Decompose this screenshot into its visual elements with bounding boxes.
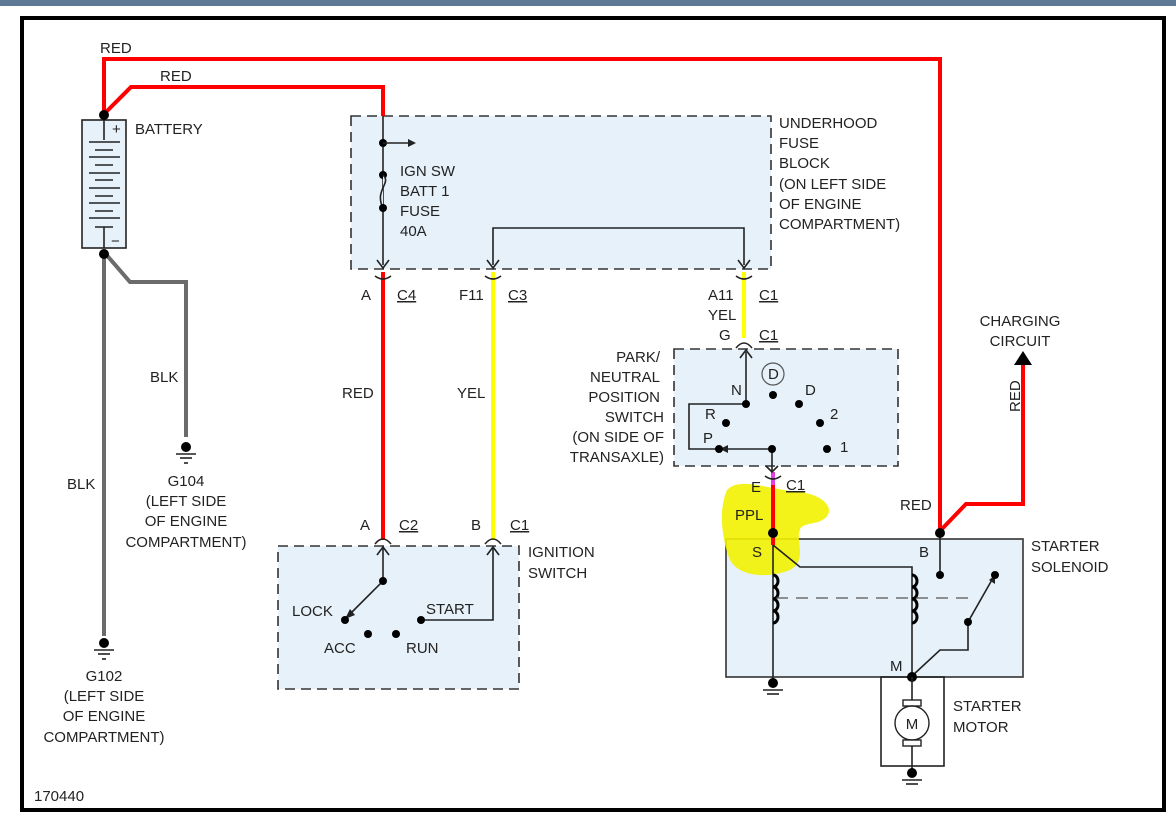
ignition-switch[interactable]: [277, 545, 520, 690]
wire-label-red-main: RED: [100, 40, 132, 57]
g104-label-1: G104: [168, 473, 205, 490]
wire-gnd-g104[interactable]: [102, 250, 188, 437]
g102-label-1: G102: [86, 668, 123, 685]
fuse-block-label-4: (ON LEFT SIDE: [779, 176, 886, 193]
wire-label-blk-g102: BLK: [67, 476, 95, 493]
battery-plus-label: +: [112, 121, 121, 138]
fuse-label-line-4: 40A: [400, 223, 427, 240]
fuse-block-internals: [376, 116, 751, 270]
pn-switch-internals: [688, 348, 831, 474]
connector-ign-a: C2: [399, 517, 418, 534]
ignition-switch-internals: [341, 545, 500, 638]
pn-label-2: NEUTRAL: [590, 369, 660, 386]
wire-charging-circuit[interactable]: [938, 360, 1025, 533]
fuse-label-line-2: BATT 1: [400, 183, 449, 200]
wire-label-ppl: PPL: [735, 507, 763, 524]
connector-ign-a-pin: A: [360, 517, 370, 534]
g104-label-2: (LEFT SIDE: [146, 493, 227, 510]
wire-label-red-b: RED: [900, 497, 932, 514]
pn-label-1: PARK/: [616, 349, 661, 366]
ign-label-1: IGNITION: [528, 544, 595, 561]
connector-symbols: [374, 275, 782, 545]
connector-pn-in-pin: G: [719, 327, 731, 344]
ign-pos-run: RUN: [406, 640, 439, 657]
connector-c3: C3: [508, 287, 527, 304]
wire-label-red-charging: RED: [1007, 380, 1024, 412]
ign-pos-lock: LOCK: [292, 603, 333, 620]
starter-motor-symbol: [894, 677, 930, 785]
ign-label-2: SWITCH: [528, 565, 587, 582]
fuse-label-line-3: FUSE: [400, 203, 440, 220]
connector-pn-in: C1: [759, 327, 778, 344]
battery-positive-terminal: [99, 110, 109, 120]
fuse-label-line-1: IGN SW: [400, 163, 456, 180]
connector-c4: C4: [397, 287, 416, 304]
g104-label-3: OF ENGINE: [145, 513, 228, 530]
solenoid-terminal-b: B: [919, 544, 929, 561]
ground-g102-symbol: [94, 638, 114, 660]
charging-label-1: CHARGING: [980, 313, 1061, 330]
wire-label-blk-g104: BLK: [150, 369, 178, 386]
figure-id: 170440: [34, 788, 84, 805]
pn-pos-n: N: [731, 382, 742, 399]
solenoid-terminal-s: S: [752, 544, 762, 561]
park-neutral-switch[interactable]: [673, 348, 899, 467]
pn-label-3: POSITION: [588, 389, 660, 406]
pn-pos-2: 2: [830, 406, 838, 423]
connector-ign-b: C1: [510, 517, 529, 534]
wire-battery-to-solenoid[interactable]: [102, 57, 942, 531]
ground-g104-symbol: [176, 442, 196, 464]
underhood-fuse-block[interactable]: [350, 115, 772, 270]
connector-pn-out-pin: E: [751, 479, 761, 496]
g104-label-4: COMPARTMENT): [125, 534, 246, 551]
connector-c3-pin: F11: [459, 287, 484, 304]
g102-label-4: COMPARTMENT): [43, 729, 164, 746]
battery-negative-terminal: [99, 249, 109, 259]
fuse-block-label-3: BLOCK: [779, 155, 830, 172]
battery[interactable]: + −: [81, 119, 127, 250]
motor-label-1: STARTER: [953, 698, 1022, 715]
battery-minus-label: −: [111, 233, 120, 250]
wire-label-yel-pn: YEL: [708, 307, 736, 324]
pn-pos-1: 1: [840, 439, 848, 456]
connector-ign-b-pin: B: [471, 517, 481, 534]
pn-label-5: (ON SIDE OF: [572, 429, 664, 446]
pn-pos-r: R: [705, 406, 716, 423]
wire-label-red-ign: RED: [342, 385, 374, 402]
ign-pos-start: START: [426, 601, 474, 618]
fuse-block-label-5: OF ENGINE: [779, 196, 862, 213]
connector-c1-pin: A11: [708, 287, 734, 304]
pn-shown-position: D: [768, 366, 779, 383]
solenoid-label-2: SOLENOID: [1031, 559, 1109, 576]
wire-label-red-fuse: RED: [160, 68, 192, 85]
battery-label: BATTERY: [135, 121, 203, 138]
pn-label-4: SWITCH: [605, 409, 664, 426]
connector-c1: C1: [759, 287, 778, 304]
wire-battery-to-fuse-block[interactable]: [102, 85, 385, 116]
g102-label-3: OF ENGINE: [63, 708, 146, 725]
charging-label-2: CIRCUIT: [990, 333, 1051, 350]
motor-symbol-label: M: [906, 716, 919, 733]
connector-pn-out: C1: [786, 477, 805, 494]
solenoid-terminal-m: M: [890, 658, 903, 675]
connector-c4-pin: A: [361, 287, 371, 304]
pn-pos-d: D: [805, 382, 816, 399]
charging-arrow-icon: [1014, 351, 1032, 365]
fuse-block-label-1: UNDERHOOD: [779, 115, 878, 132]
wire-label-yel-ign: YEL: [457, 385, 485, 402]
fuse-block-label-2: FUSE: [779, 135, 819, 152]
pn-pos-p: P: [703, 430, 713, 447]
fuse-block-label-6: COMPARTMENT): [779, 216, 900, 233]
g102-label-2: (LEFT SIDE: [64, 688, 145, 705]
window-title-bar: [0, 0, 1176, 6]
motor-label-2: MOTOR: [953, 719, 1009, 736]
pn-label-6: TRANSAXLE): [570, 449, 664, 466]
ign-pos-acc: ACC: [324, 640, 356, 657]
solenoid-label-1: STARTER: [1031, 538, 1100, 555]
